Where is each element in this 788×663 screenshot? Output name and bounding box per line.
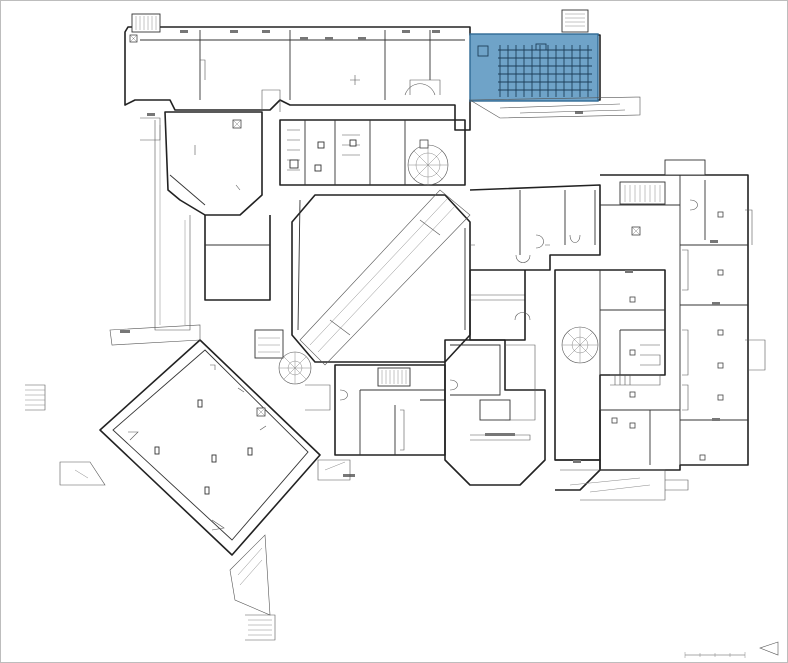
east-wing [469,159,766,471]
north-wing [124,9,601,131]
north-arrow-icon [759,641,779,656]
diagonal-corridor [299,189,471,366]
southwest-hall [99,339,321,556]
stairs-south [377,367,411,387]
stairs-east [619,181,666,205]
seating-rows [477,43,592,97]
south-center [317,339,601,491]
detached-elements-left [25,384,106,486]
central-courtyard [291,189,471,366]
spiral-stairs-east [561,326,599,364]
stairs-southwest [254,329,312,385]
scale-bar-icon [684,652,746,658]
north-windows [180,30,583,114]
south-ramp [229,534,276,641]
west-wing [140,89,281,331]
highlighted-lecture-hall[interactable] [469,33,599,102]
stairs-northeast [561,9,589,33]
restrooms-block [279,119,466,186]
spiral-stairs-north [407,139,449,186]
stairs-northwest [131,13,161,33]
